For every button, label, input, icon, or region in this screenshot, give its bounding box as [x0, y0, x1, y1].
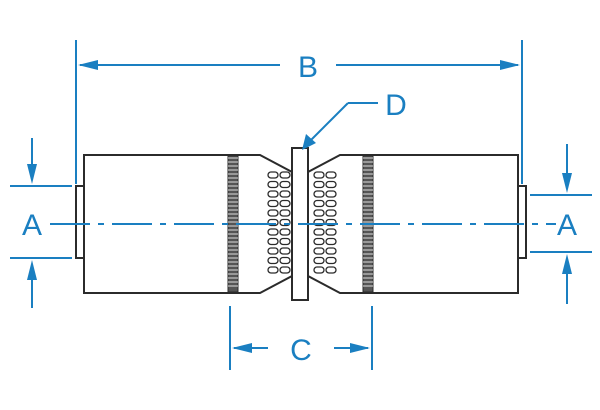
crimp-tooth [279, 256, 291, 265]
label-a-left: A [22, 209, 42, 242]
dimension-b [75, 40, 523, 184]
arrowhead-d [302, 134, 316, 150]
crimp-tooth [325, 199, 337, 208]
crimp-tooth [313, 266, 325, 274]
crimp-tooth [267, 228, 279, 236]
crimp-tooth [279, 171, 291, 179]
dimension-a-right [530, 144, 592, 304]
crimp-tooth [325, 190, 337, 198]
crimp-tooth [279, 228, 291, 236]
crimp-tooth [325, 266, 337, 274]
crimp-tooth [325, 237, 337, 246]
label-c: C [290, 334, 312, 367]
callout-d [302, 102, 378, 150]
crimp-tooth [267, 171, 279, 179]
crimp-tooth [313, 256, 325, 265]
crimp-tooth [325, 228, 337, 236]
arrowhead-a-right-top [562, 173, 572, 193]
crimp-tooth [279, 190, 291, 198]
crimp-tooth [313, 209, 325, 217]
callout-d-leader-diagonal [305, 102, 349, 146]
crimp-tooth [313, 237, 325, 246]
arrowhead-c-right [350, 343, 370, 353]
right-end-cap [517, 185, 527, 259]
crimp-tooth [267, 256, 279, 265]
dimension-a-left [10, 138, 72, 308]
crimp-teeth [228, 157, 373, 287]
arrowhead-a-left-top [27, 164, 37, 184]
crimp-tooth [267, 209, 279, 217]
crimp-tooth [313, 247, 325, 255]
crimp-tooth [325, 209, 337, 217]
crimp-tooth [325, 171, 337, 179]
arrowhead-a-right-bottom [562, 254, 572, 274]
crimp-tooth [313, 199, 325, 208]
crimp-tooth [267, 247, 279, 255]
arrowhead-b-left [78, 60, 98, 70]
crimp-tooth [313, 190, 325, 198]
crimp-tooth [267, 199, 279, 208]
crimp-tooth [279, 247, 291, 255]
arrowhead-c-left [232, 343, 252, 353]
crimp-tooth [279, 266, 291, 274]
arrowhead-b-right [500, 60, 520, 70]
crimp-tooth [279, 237, 291, 246]
crimp-tooth [267, 237, 279, 246]
left-end-cap [75, 185, 85, 259]
label-a-right: A [557, 209, 577, 242]
crimp-tooth [279, 199, 291, 208]
label-b: B [298, 51, 318, 84]
crimp-tooth [267, 180, 279, 189]
crimp-tooth [313, 171, 325, 179]
arrowhead-a-left-bottom [27, 260, 37, 280]
crimp-tooth [313, 228, 325, 236]
crimp-tooth [325, 247, 337, 255]
crimp-tooth [279, 209, 291, 217]
crimp-tooth [325, 180, 337, 189]
crimp-tooth [267, 266, 279, 274]
crimp-tooth [325, 256, 337, 265]
label-d: D [385, 89, 407, 122]
dimension-c [229, 306, 373, 370]
crimp-tooth [267, 190, 279, 198]
crimp-tooth [279, 180, 291, 189]
crimp-tooth [313, 180, 325, 189]
